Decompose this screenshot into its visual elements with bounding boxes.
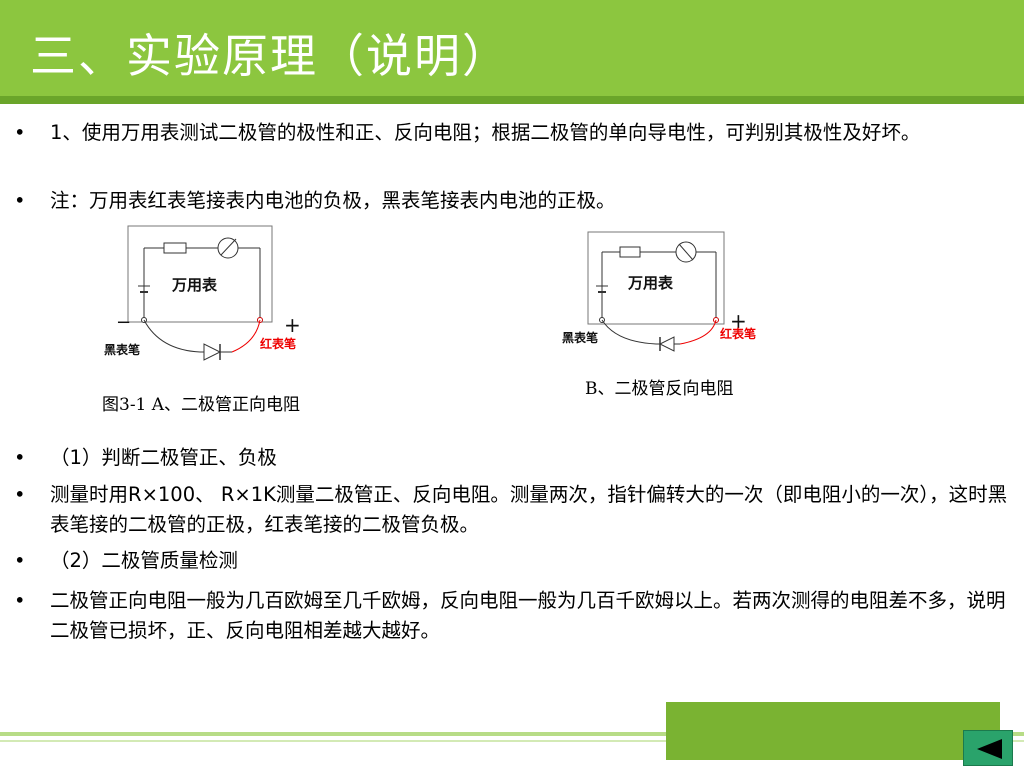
figure-a-diagram: 万用表 − + 黑表笔 红表笔 <box>104 225 301 361</box>
plus-sign: + <box>284 313 301 337</box>
bullet-text: 测量二极管正、反向电阻。测量两次，指针偏转大的一次（即电阻小的一次），这时黑表笔… <box>50 483 1008 536</box>
bullet-text: ）判断二极管正、负极 <box>81 446 277 469</box>
figure-a-caption: 图3-1 A、二极管正向电阻 <box>102 395 301 415</box>
footer-block <box>666 702 1000 760</box>
bullet-marker: • <box>14 189 26 212</box>
bullet-item: • （2）二极管质量检测 <box>14 546 1014 576</box>
galvanometer-needle <box>678 243 694 261</box>
range-r100: R×100 <box>128 483 196 506</box>
diode-symbol <box>203 343 222 361</box>
title-bar: 三、实验原理（说明） <box>0 0 1024 104</box>
bullet-marker: • <box>14 549 26 572</box>
back-button[interactable] <box>963 730 1013 766</box>
resistor-symbol <box>619 246 641 258</box>
minus-sign: − <box>116 312 131 333</box>
red-lead <box>679 319 717 345</box>
diode-symbol <box>658 336 675 352</box>
black-lead <box>143 319 201 353</box>
galvanometer-needle <box>220 238 237 256</box>
black-lead-label: 黑表笔 <box>562 330 598 345</box>
meter-label: 万用表 <box>627 274 674 292</box>
bullet-text: 二极管正向电阻一般为几百欧姆至几千欧姆，反向电阻一般为几百千欧姆以上。若两次测得… <box>50 589 1006 642</box>
bullet-number: 1 <box>50 121 63 144</box>
bullet-item: • （1）判断二极管正、负极 <box>14 443 1014 473</box>
red-lead-label: 红表笔 <box>260 336 296 351</box>
bullet-item: • 二极管正向电阻一般为几百欧姆至几千欧姆，反向电阻一般为几百千欧姆以上。若两次… <box>14 586 1014 646</box>
plus-sign: + <box>730 309 747 333</box>
bullet-text: 注：万用表红表笔接表内电池的负极，黑表笔接表内电池的正极。 <box>50 189 616 212</box>
red-lead-label: 红表笔 <box>720 326 756 341</box>
back-arrow-icon <box>977 739 1002 759</box>
bullet-number: （1 <box>50 446 82 469</box>
figure-b-diagram: 万用表 + 黑表笔 红表笔 <box>562 231 756 352</box>
footer-line <box>0 732 1024 736</box>
bullet-text: 测量时用 <box>50 483 129 506</box>
resistor-symbol <box>163 242 187 254</box>
title-underline <box>0 96 1024 104</box>
red-lead <box>231 319 261 353</box>
bullet-marker: • <box>14 483 26 506</box>
range-r1k: R×1K <box>220 483 276 506</box>
slide-title: 三、实验原理（说明） <box>30 29 510 83</box>
footer-line <box>0 740 1024 742</box>
bullet-text: 、 <box>195 483 221 506</box>
black-lead-label: 黑表笔 <box>104 342 140 357</box>
meter-box <box>127 225 273 323</box>
meter-box <box>587 231 725 325</box>
bullet-item: • 注：万用表红表笔接表内电池的负极，黑表笔接表内电池的正极。 <box>14 186 1014 216</box>
bullet-item: • 测量时用R×100、 R×1K测量二极管正、反向电阻。测量两次，指针偏转大的… <box>14 480 1014 540</box>
black-lead <box>601 319 657 345</box>
bullet-text: 、使用万用表测试二极管的极性和正、反向电阻；根据二极管的单向导电性，可判别其极性… <box>62 121 921 144</box>
bullet-marker: • <box>14 589 26 612</box>
bullet-marker: • <box>14 446 26 469</box>
bullet-item: • 1、使用万用表测试二极管的极性和正、反向电阻；根据二极管的单向导电性，可判别… <box>14 118 1014 148</box>
figure-b-caption: B、二极管反向电阻 <box>585 379 734 399</box>
bullet-marker: • <box>14 121 26 144</box>
meter-label: 万用表 <box>171 276 218 294</box>
bullet-number: （2 <box>50 549 82 572</box>
bullet-text: ）二极管质量检测 <box>81 549 238 572</box>
